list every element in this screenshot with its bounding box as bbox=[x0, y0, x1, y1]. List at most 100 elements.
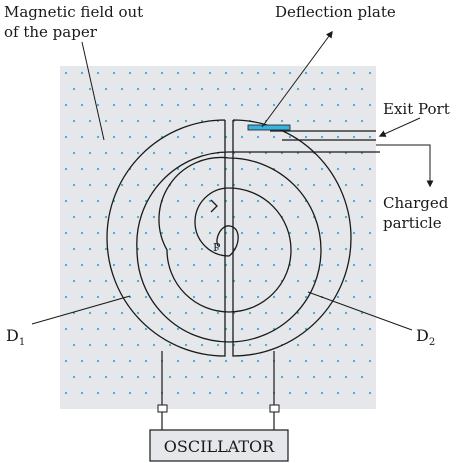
magnetic-field-leader bbox=[81, 41, 105, 141]
field-dot bbox=[72, 183, 76, 187]
field-dot bbox=[120, 215, 124, 219]
field-dot bbox=[360, 247, 364, 251]
field-dot bbox=[104, 375, 108, 379]
field-dot bbox=[184, 183, 188, 187]
field-dot bbox=[208, 71, 212, 75]
field-dot bbox=[368, 295, 372, 299]
field-dot bbox=[240, 167, 244, 171]
field-dot bbox=[232, 87, 236, 91]
field-dot bbox=[368, 71, 372, 75]
field-dot bbox=[80, 231, 84, 235]
field-dot bbox=[336, 295, 340, 299]
field-dot bbox=[360, 375, 364, 379]
field-dot bbox=[104, 87, 108, 91]
field-dot bbox=[128, 231, 132, 235]
field-dot bbox=[112, 359, 116, 363]
field-dot bbox=[80, 359, 84, 363]
field-dot bbox=[96, 231, 100, 235]
field-dot bbox=[256, 391, 260, 395]
field-dot bbox=[368, 199, 372, 203]
field-dot bbox=[208, 199, 212, 203]
field-dot bbox=[144, 167, 148, 171]
field-dot bbox=[264, 87, 268, 91]
field-dot bbox=[240, 103, 244, 107]
field-dot bbox=[176, 167, 180, 171]
field-dot bbox=[208, 135, 212, 139]
field-dot bbox=[192, 327, 196, 331]
field-dot bbox=[296, 183, 300, 187]
field-dot bbox=[120, 247, 124, 251]
field-dot bbox=[192, 263, 196, 267]
field-dot bbox=[144, 295, 148, 299]
field-dot bbox=[216, 215, 220, 219]
field-dot bbox=[88, 247, 92, 251]
field-dot bbox=[144, 103, 148, 107]
d2-label: D2 bbox=[416, 326, 435, 348]
field-dot bbox=[112, 263, 116, 267]
field-dot bbox=[80, 135, 84, 139]
field-dot bbox=[152, 151, 156, 155]
field-dot bbox=[88, 311, 92, 315]
field-dot bbox=[64, 327, 68, 331]
charged-particle-label-line1: Charged bbox=[383, 194, 449, 212]
field-dot bbox=[152, 343, 156, 347]
field-dot bbox=[184, 215, 188, 219]
field-dot bbox=[256, 327, 260, 331]
field-dot bbox=[152, 215, 156, 219]
field-dot bbox=[328, 279, 332, 283]
field-dot bbox=[352, 199, 356, 203]
field-dot bbox=[304, 391, 308, 395]
field-dot bbox=[320, 135, 324, 139]
field-dot bbox=[168, 343, 172, 347]
field-dot bbox=[128, 71, 132, 75]
field-dot bbox=[320, 103, 324, 107]
field-dot bbox=[128, 103, 132, 107]
deflection-plate-arrow bbox=[261, 30, 333, 128]
field-dot bbox=[168, 279, 172, 283]
field-dot bbox=[328, 183, 332, 187]
field-dot bbox=[216, 311, 220, 315]
field-dot bbox=[128, 327, 132, 331]
field-dot bbox=[256, 263, 260, 267]
field-dot bbox=[96, 263, 100, 267]
field-dot bbox=[144, 263, 148, 267]
field-dot bbox=[80, 391, 84, 395]
field-dot bbox=[112, 327, 116, 331]
field-dot bbox=[288, 295, 292, 299]
field-dot bbox=[88, 151, 92, 155]
field-dot bbox=[144, 231, 148, 235]
field-dot bbox=[120, 183, 124, 187]
field-dot bbox=[192, 359, 196, 363]
field-dot bbox=[368, 263, 372, 267]
field-dot bbox=[296, 247, 300, 251]
field-dot bbox=[176, 103, 180, 107]
field-dot bbox=[184, 311, 188, 315]
field-dot bbox=[352, 391, 356, 395]
field-dot bbox=[128, 391, 132, 395]
field-dot bbox=[240, 263, 244, 267]
exit-port-label: Exit Port bbox=[383, 100, 450, 118]
field-dot bbox=[312, 183, 316, 187]
field-dot bbox=[352, 167, 356, 171]
field-dot bbox=[192, 391, 196, 395]
field-dot bbox=[352, 71, 356, 75]
field-dot bbox=[304, 263, 308, 267]
field-dot bbox=[336, 199, 340, 203]
field-dot bbox=[272, 71, 276, 75]
field-dot bbox=[248, 215, 252, 219]
field-dot bbox=[64, 167, 68, 171]
field-dot bbox=[240, 231, 244, 235]
field-dot bbox=[256, 103, 260, 107]
field-dot bbox=[112, 103, 116, 107]
field-dot bbox=[208, 359, 212, 363]
field-dot bbox=[152, 247, 156, 251]
field-dot bbox=[344, 215, 348, 219]
field-dot bbox=[136, 215, 140, 219]
oscillator-label: OSCILLATOR bbox=[164, 437, 275, 456]
field-dot bbox=[152, 375, 156, 379]
field-dot bbox=[96, 327, 100, 331]
field-dot bbox=[88, 215, 92, 219]
field-dot bbox=[80, 71, 84, 75]
field-dot bbox=[264, 215, 268, 219]
field-dot bbox=[312, 311, 316, 315]
